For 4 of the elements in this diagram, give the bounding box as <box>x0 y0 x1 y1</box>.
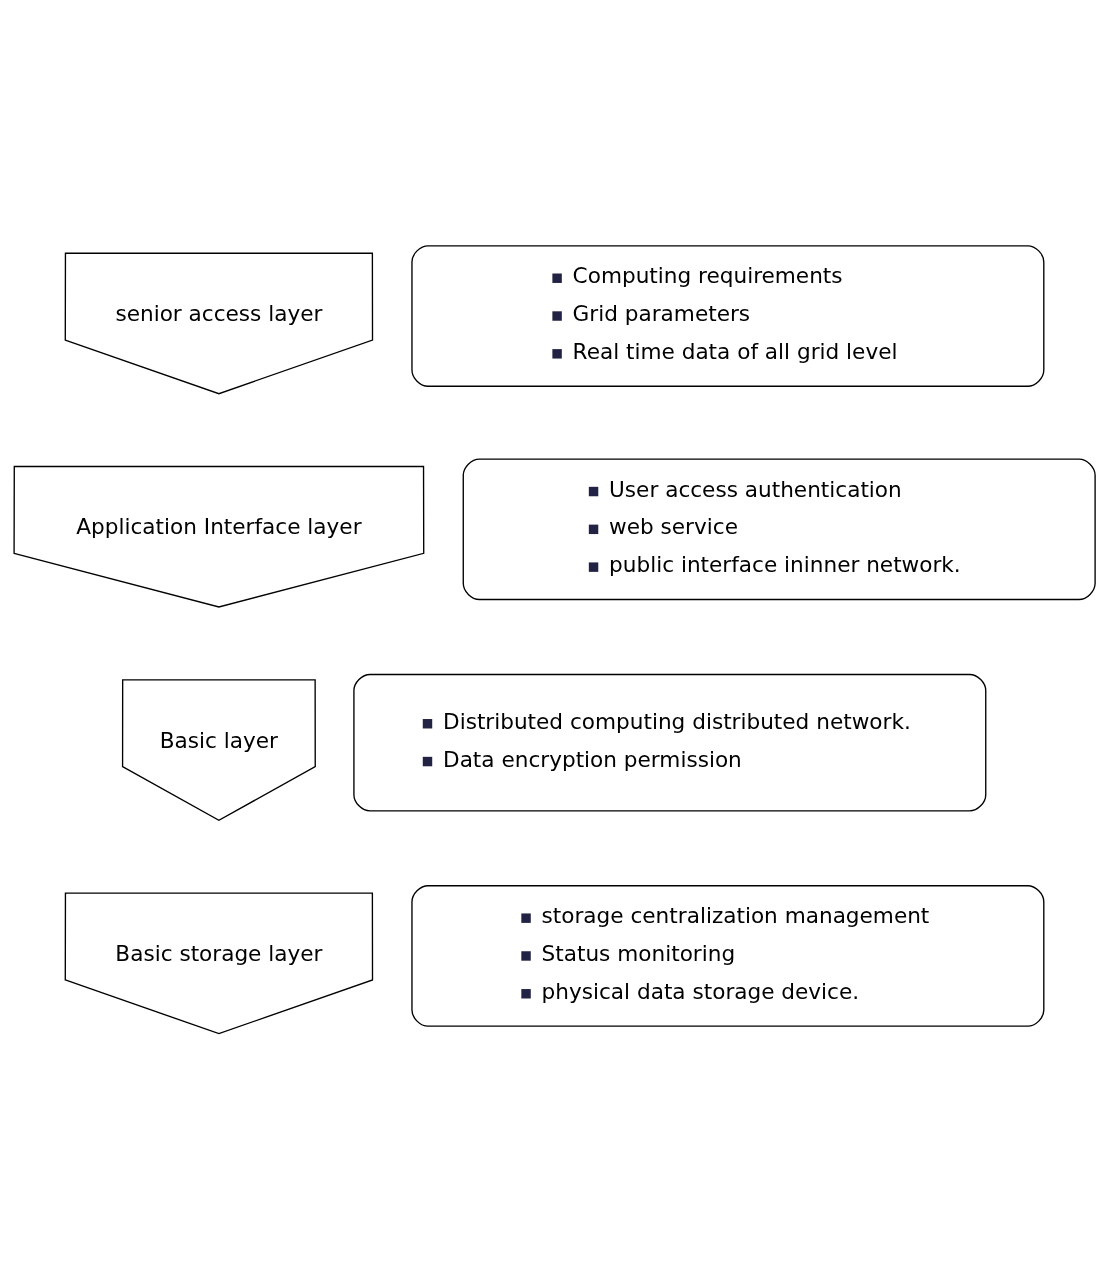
node-box: User access authentication web service public interface ininner network. <box>462 457 1096 600</box>
node-box: Distributed computing distributed network. Data encryption permission <box>353 673 987 811</box>
node-box: Computing requirements Grid parameters Real time data of all grid level <box>411 244 1045 387</box>
node-box: storage centralization management Status monitoring physical data storage device. <box>411 884 1045 1027</box>
